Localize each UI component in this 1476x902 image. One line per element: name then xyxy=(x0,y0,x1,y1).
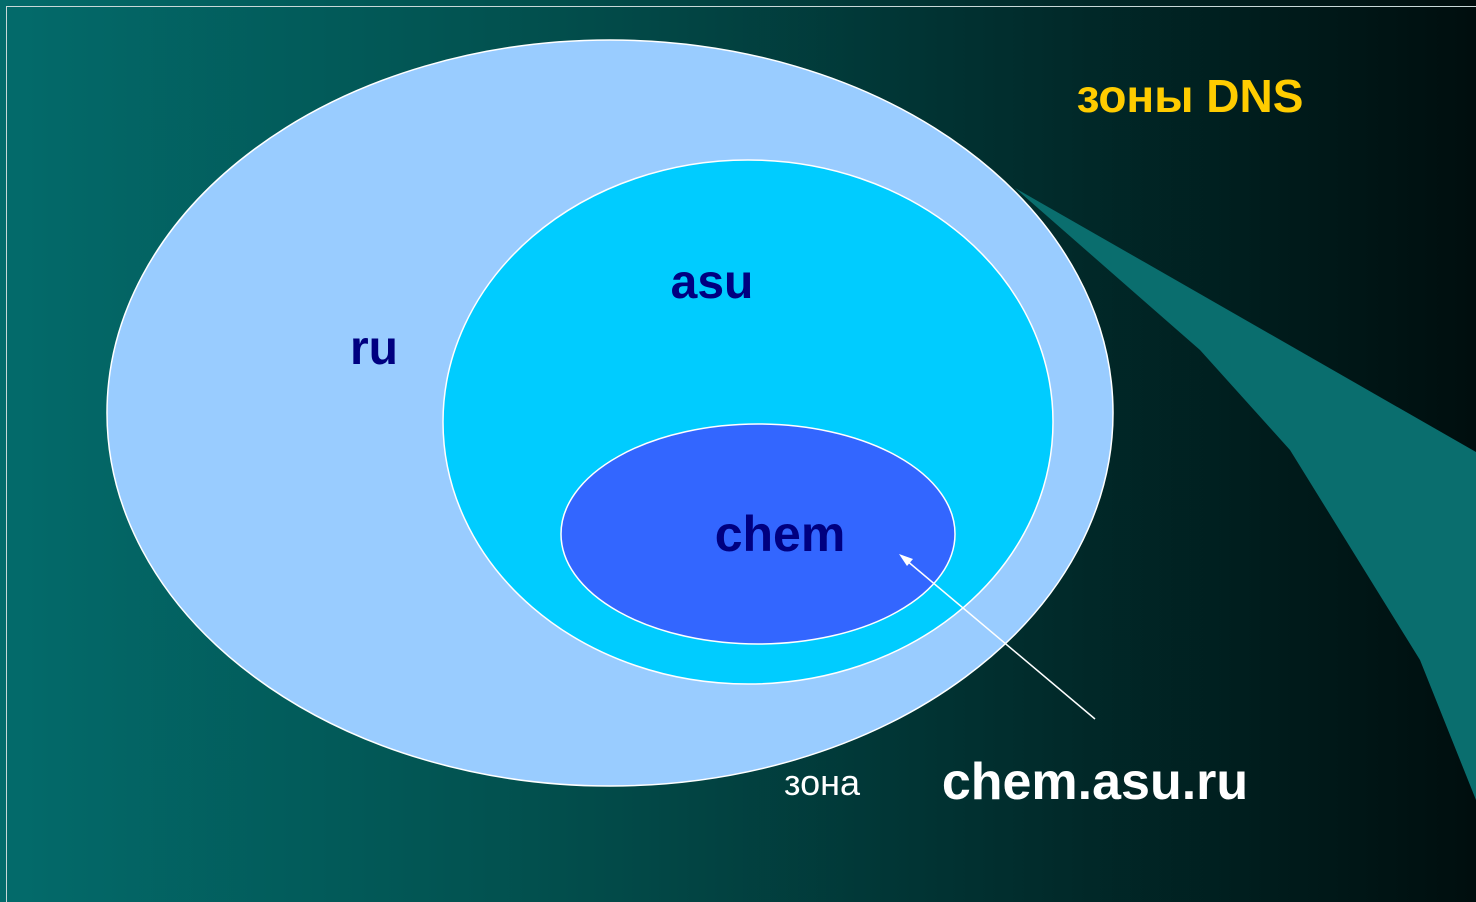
caption-prefix: зона xyxy=(784,762,861,803)
title: зоны DNS xyxy=(1077,70,1304,122)
zone-chem-ellipse xyxy=(560,423,956,645)
zone-chem-label: chem xyxy=(715,506,846,562)
caption-zone-name: chem.asu.ru xyxy=(942,753,1248,811)
decorative-swoosh xyxy=(1015,188,1476,800)
pointer-arrowhead xyxy=(899,554,913,566)
zone-ru-label: ru xyxy=(350,322,398,375)
zone-asu-label: asu xyxy=(671,256,754,309)
pointer-arrow-line xyxy=(905,559,1096,720)
